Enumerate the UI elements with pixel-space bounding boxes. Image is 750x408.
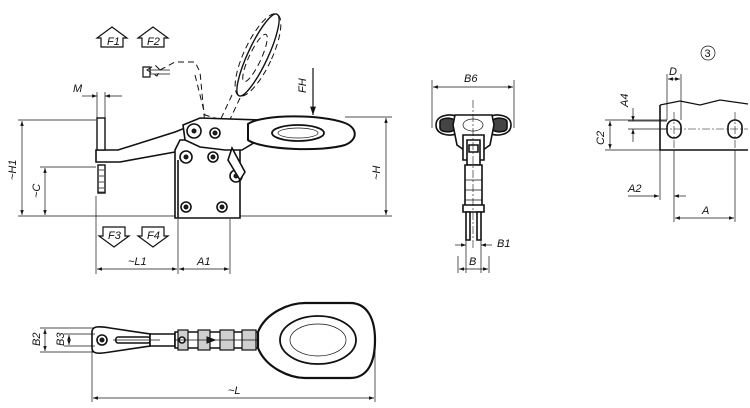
force-arrow-f1: F1 <box>95 26 129 48</box>
dim-a-label: A <box>701 205 709 217</box>
side-view: F1 F2 F3 F4 <box>7 13 392 274</box>
dim-a2-label: A2 <box>627 183 641 195</box>
dim-b3-label: B3 <box>55 332 67 346</box>
dim-h1-label: ~H1 <box>7 160 19 181</box>
hand-force-label: FH <box>297 78 309 93</box>
dim-b6-label: B6 <box>464 73 478 85</box>
dim-b2-label: B2 <box>31 333 43 346</box>
dim-m-label: M <box>73 83 83 95</box>
force-label-f4: F4 <box>147 230 160 242</box>
dim-l1-a1: ~L1 A1 <box>95 196 231 274</box>
dim-c2-label: C2 <box>595 131 607 145</box>
spindle-bolt <box>96 117 106 194</box>
front-view: B6 B1 B <box>431 73 515 273</box>
handle-linkage <box>182 117 263 182</box>
dim-h1: ~H1 <box>7 119 175 217</box>
dim-h-label: ~H <box>371 166 383 180</box>
force-label-f2: F2 <box>147 36 160 48</box>
detail-view: 3 D A4 C2 A2 A <box>595 45 749 222</box>
handle-grip <box>247 115 356 151</box>
dim-c: ~C <box>31 166 96 215</box>
force-arrow-f3: F3 <box>97 226 131 248</box>
force-label-f3: F3 <box>108 230 122 242</box>
top-view: B2 B3 ~L <box>31 301 377 402</box>
dim-a1-label: A1 <box>196 256 210 268</box>
dim-l1-label: ~L1 <box>128 256 147 268</box>
force-label-f1: F1 <box>107 36 120 48</box>
hand-force-arrow: FH <box>297 68 316 115</box>
force-arrow-f2: F2 <box>136 26 170 48</box>
dim-b1-label: B1 <box>497 238 510 250</box>
dim-l-label: ~L <box>228 385 241 397</box>
dim-b-label: B <box>469 256 476 268</box>
dim-a4-label: A4 <box>619 94 631 108</box>
dim-m: M <box>73 83 122 120</box>
detail-marker: 3 <box>705 48 711 60</box>
dim-c-label: ~C <box>31 184 43 198</box>
clamp-base <box>174 139 243 219</box>
dim-h: ~H <box>240 116 392 217</box>
force-arrow-f4: F4 <box>136 226 170 248</box>
dim-d-label: D <box>669 66 677 78</box>
open-position-handle <box>146 13 282 129</box>
